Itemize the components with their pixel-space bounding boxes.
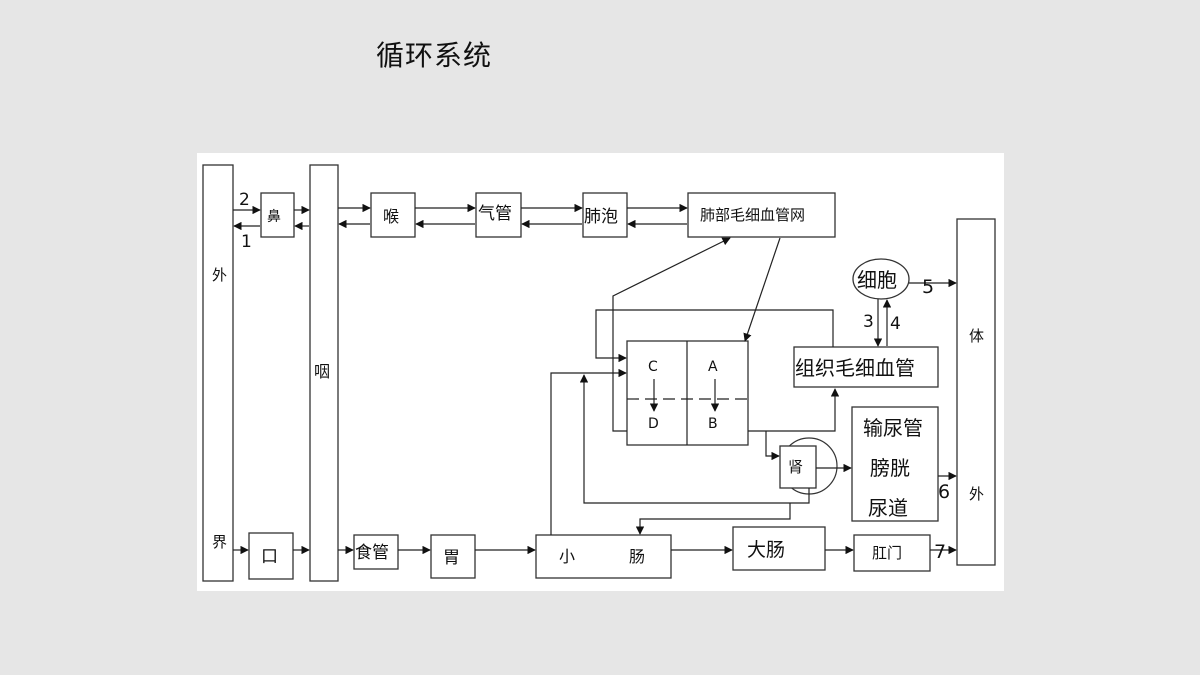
respiratory-arrows: [233, 203, 688, 231]
ureter-label: 输尿管: [863, 416, 923, 440]
num-5: 5: [922, 276, 934, 298]
step-numbers: 2 1 3 4 5 6 7: [239, 190, 950, 563]
outside-right-bottom-label: 外: [969, 485, 984, 503]
mouth-box: 口: [248, 532, 294, 580]
heart-d-label: D: [648, 416, 659, 432]
nose-box: 鼻: [260, 192, 295, 238]
alveoli-label: 肺泡: [584, 207, 618, 227]
mouth-label: 口: [261, 547, 278, 567]
circulation-arrows: [550, 237, 957, 535]
esophagus-box: 食管: [353, 534, 399, 570]
num-3: 3: [863, 312, 874, 332]
alveoli-box: 肺泡: [582, 192, 628, 238]
heart-c-label: C: [648, 359, 658, 375]
circulation-diagram: 外 界 鼻 口 咽 喉 气管 肺泡 肺部毛细血管网 细胞 组织毛细血管: [202, 164, 996, 582]
tissue-capillaries-box: 组织毛细血管: [793, 346, 939, 388]
outside-right-bar: 体 外: [956, 218, 996, 566]
diagram-panel: 外 界 鼻 口 咽 喉 气管 肺泡 肺部毛细血管网 细胞 组织毛细血管: [197, 153, 1004, 591]
anus-box: 肛门: [853, 534, 931, 572]
heart-box: C D A B: [626, 340, 749, 446]
larynx-box: 喉: [370, 192, 416, 238]
slide-title: 循环系统: [376, 39, 493, 72]
lung-capillaries-box: 肺部毛细血管网: [687, 192, 836, 238]
stomach-box: 胃: [430, 534, 476, 579]
nose-label: 鼻: [267, 208, 281, 225]
large-intestine-box: 大肠: [732, 526, 826, 571]
heart-a-label: A: [708, 359, 718, 375]
esophagus-label: 食管: [355, 543, 389, 563]
cell-label: 细胞: [857, 268, 897, 292]
lung-capillaries-label: 肺部毛细血管网: [700, 206, 805, 224]
num-1: 1: [241, 232, 252, 252]
outside-left-bottom-label: 界: [212, 533, 227, 551]
small-intestine-box: 小 肠: [535, 534, 672, 579]
outside-left-top-label: 外: [212, 266, 227, 284]
num-7: 7: [934, 541, 946, 563]
tissue-capillaries-label: 组织毛细血管: [795, 356, 915, 380]
small-intestine-label-1: 小: [559, 547, 575, 566]
urinary-box: 输尿管 膀胱 尿道: [851, 406, 939, 522]
bladder-label: 膀胱: [870, 456, 910, 480]
stomach-label: 胃: [443, 548, 460, 568]
outside-right-top-label: 体: [969, 327, 984, 345]
trachea-box: 气管: [475, 192, 522, 238]
pharynx-label: 咽: [314, 362, 330, 381]
trachea-label: 气管: [478, 204, 512, 224]
urethra-label: 尿道: [868, 496, 908, 520]
heart-b-label: B: [708, 416, 718, 432]
kidney-box: 肾: [779, 437, 838, 495]
num-4: 4: [890, 314, 901, 334]
cell-circle: 细胞: [852, 258, 910, 300]
outside-left-bar: 外 界: [202, 164, 234, 582]
small-intestine-label-2: 肠: [629, 547, 645, 566]
anus-label: 肛门: [872, 544, 902, 562]
pharynx-box: 咽: [309, 164, 339, 582]
num-6: 6: [938, 481, 950, 503]
num-2: 2: [239, 190, 250, 210]
kidney-label: 肾: [788, 458, 803, 476]
large-intestine-label: 大肠: [747, 539, 785, 561]
larynx-label: 喉: [383, 207, 399, 226]
